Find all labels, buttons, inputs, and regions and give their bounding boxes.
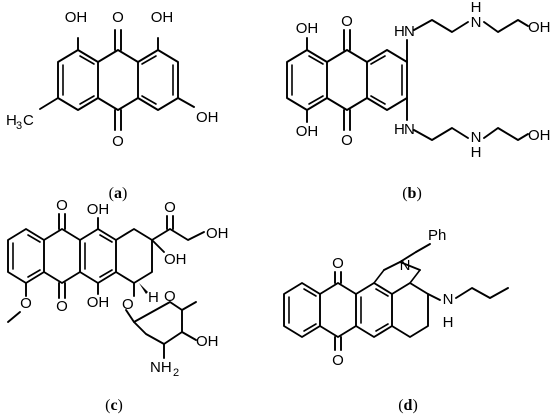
panel-c-o-keto: O bbox=[164, 199, 176, 216]
panel-a-oh-top-left: OH bbox=[65, 9, 88, 26]
panel-b-caption: (b) bbox=[402, 185, 422, 202]
panel-c-caption: (c) bbox=[105, 397, 123, 414]
panel-d-n-ring: N bbox=[400, 257, 411, 274]
panel-c-oh-1: OH bbox=[87, 201, 110, 218]
panel-c-oh-sugar: OH bbox=[196, 333, 219, 350]
panel-a-o-bottom: O bbox=[112, 133, 124, 150]
panel-c-structure bbox=[7, 213, 205, 359]
panel-c-nh2-sub: 2 bbox=[173, 367, 179, 379]
panel-c-caption-letter: c bbox=[110, 397, 117, 414]
panel-c-o-ring: O bbox=[164, 288, 176, 305]
panel-c-o-link: O bbox=[122, 296, 134, 313]
panel-b-structure bbox=[286, 19, 529, 141]
panel-c-oh-end: OH bbox=[206, 225, 229, 242]
panel-a-methyl-c: C bbox=[23, 112, 34, 129]
panel-b-n-top-1: N bbox=[404, 23, 415, 40]
panel-b-caption-letter: b bbox=[408, 185, 417, 202]
panel-b-oh-top-end: OH bbox=[528, 19, 550, 36]
panel-d-o-top: O bbox=[332, 255, 344, 272]
panel-a-caption: (a) bbox=[109, 185, 128, 202]
panel-a-oh-right: OH bbox=[196, 109, 219, 126]
panel-b-n-top-2: N bbox=[471, 14, 482, 31]
panel-b-n-bot-2: N bbox=[471, 129, 482, 146]
panel-b-o-top: O bbox=[341, 13, 353, 30]
panel-a-o-top: O bbox=[112, 9, 124, 26]
panel-c-h: H bbox=[148, 289, 159, 306]
panel-c-o-methoxy: O bbox=[20, 295, 32, 312]
panel-b-oh-top: OH bbox=[296, 20, 319, 37]
panel-b-h-bot-1: H bbox=[394, 121, 405, 138]
panel-d-caption-letter: d bbox=[404, 397, 413, 414]
panel-b-h-top-1: H bbox=[394, 23, 405, 40]
panel-a-oh-top-right: OH bbox=[151, 9, 174, 26]
panel-d-o-bottom: O bbox=[332, 352, 344, 369]
panel-c-oh-tert: OH bbox=[164, 251, 187, 268]
panel-d-ph: Ph bbox=[428, 227, 446, 244]
panel-b-oh-bot-end: OH bbox=[528, 127, 550, 144]
panel-c-o-bottom: O bbox=[56, 298, 68, 315]
panel-a-methyl-sub: 3 bbox=[16, 120, 22, 132]
panel-b-h-top-2: H bbox=[471, 0, 482, 16]
panel-d-caption: (d) bbox=[398, 397, 418, 414]
panel-a-methyl-h: H bbox=[6, 112, 17, 129]
panel-d-h-amine: H bbox=[443, 314, 454, 331]
panel-b-oh-bottom: OH bbox=[296, 123, 319, 140]
panel-b-n-bot-1: N bbox=[404, 121, 415, 138]
panel-c-oh-2: OH bbox=[87, 294, 110, 311]
panel-c-o-top: O bbox=[56, 197, 68, 214]
panel-a-structure bbox=[39, 29, 195, 131]
panel-a-caption-letter: a bbox=[114, 185, 122, 202]
panel-b-h-bot-2: H bbox=[471, 144, 482, 161]
panel-c-nh2: NH bbox=[150, 359, 172, 376]
panel-d-n-amine: N bbox=[443, 291, 454, 308]
panel-d-structure bbox=[283, 243, 509, 351]
panel-b-o-bottom: O bbox=[341, 132, 353, 149]
